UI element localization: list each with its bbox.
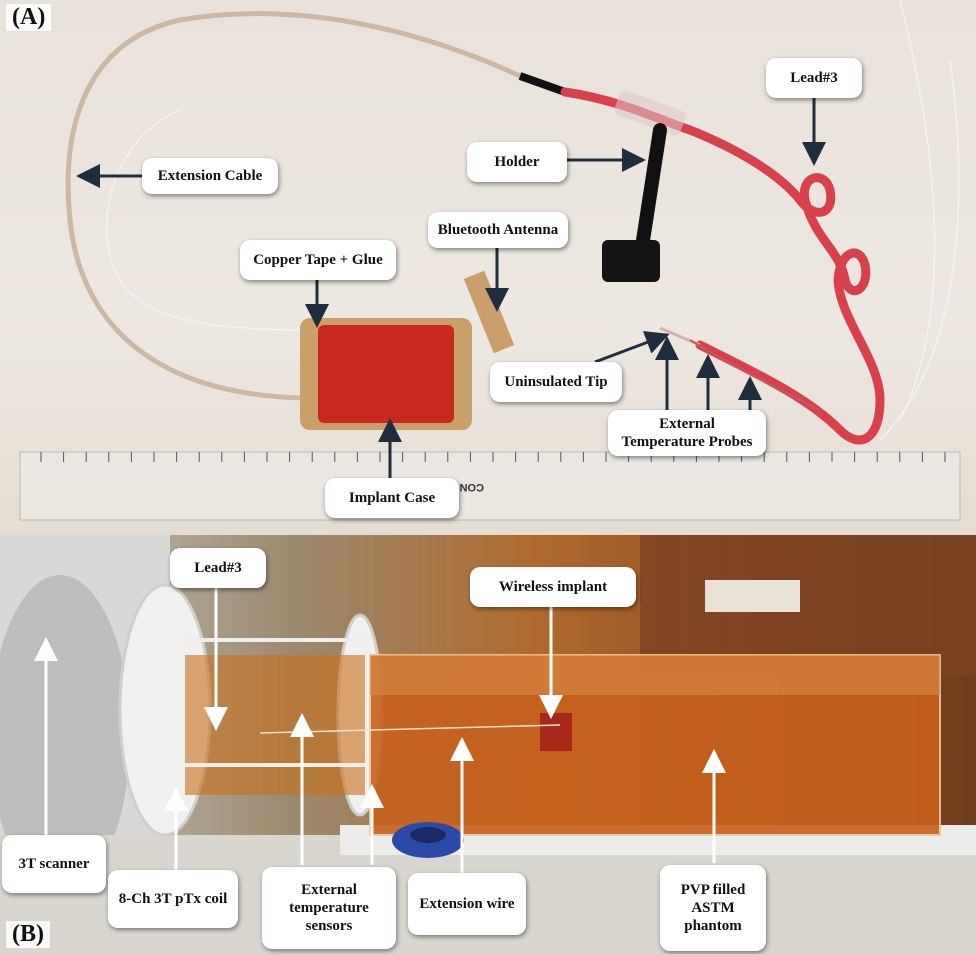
wireless-implant (540, 713, 572, 751)
label-coil: 8-Ch 3T pTx coil (108, 870, 238, 928)
label-lead3-a: Lead#3 (766, 58, 862, 98)
holder (633, 123, 667, 267)
panel-b-photo: Lead#3 Wireless implant 3T scanner 8-Ch … (0, 535, 976, 954)
panel-b-arrows (34, 585, 726, 873)
label-copper-tape: Copper Tape + Glue (240, 240, 396, 280)
extension-cable (65, 11, 522, 401)
probe-wire (105, 109, 331, 331)
probe-wire (899, 0, 936, 421)
arrow-uninsulated-tip (594, 331, 670, 364)
panel-a-arrows (76, 98, 826, 478)
wall-socket (705, 580, 800, 612)
phantom-lid (370, 655, 940, 695)
ruler (19, 451, 961, 521)
label-phantom: PVP filled ASTM phantom (660, 865, 766, 951)
blue-ring-hole (410, 827, 446, 843)
label-uninsulated-tip: Uninsulated Tip (490, 362, 622, 402)
probe-wire (879, 59, 960, 441)
panel-a-photo: CONCEP (A) Extension Cable Lead#3 Holder… (0, 0, 976, 535)
tape-wrap (614, 90, 686, 136)
cable-connector (518, 72, 567, 96)
label-scanner: 3T scanner (2, 835, 106, 893)
panel-b-tag: (B) (6, 921, 50, 948)
bluetooth-antenna (463, 270, 515, 354)
label-implant-case: Implant Case (325, 478, 459, 518)
label-wireless-implant: Wireless implant (470, 567, 636, 607)
label-ext-sensors: External temperature sensors (262, 867, 396, 949)
scanner-bore (0, 575, 130, 895)
label-lead3-b: Lead#3 (170, 548, 266, 588)
implant-bench-photo: CONCEP (19, 0, 961, 521)
implant-case (318, 325, 454, 423)
wall (640, 535, 976, 675)
external-probe-line (689, 339, 821, 411)
label-extension-cable: Extension Cable (142, 158, 278, 194)
ruler-ticks (40, 452, 946, 462)
label-external-probes: External Temperature Probes (608, 410, 766, 456)
label-bluetooth-antenna: Bluetooth Antenna (428, 212, 568, 248)
label-extension-wire: Extension wire (408, 873, 526, 935)
lead-3 (560, 87, 885, 445)
panel-a-tag: (A) (6, 4, 52, 31)
label-holder: Holder (467, 142, 567, 182)
holder-clip (602, 240, 660, 282)
